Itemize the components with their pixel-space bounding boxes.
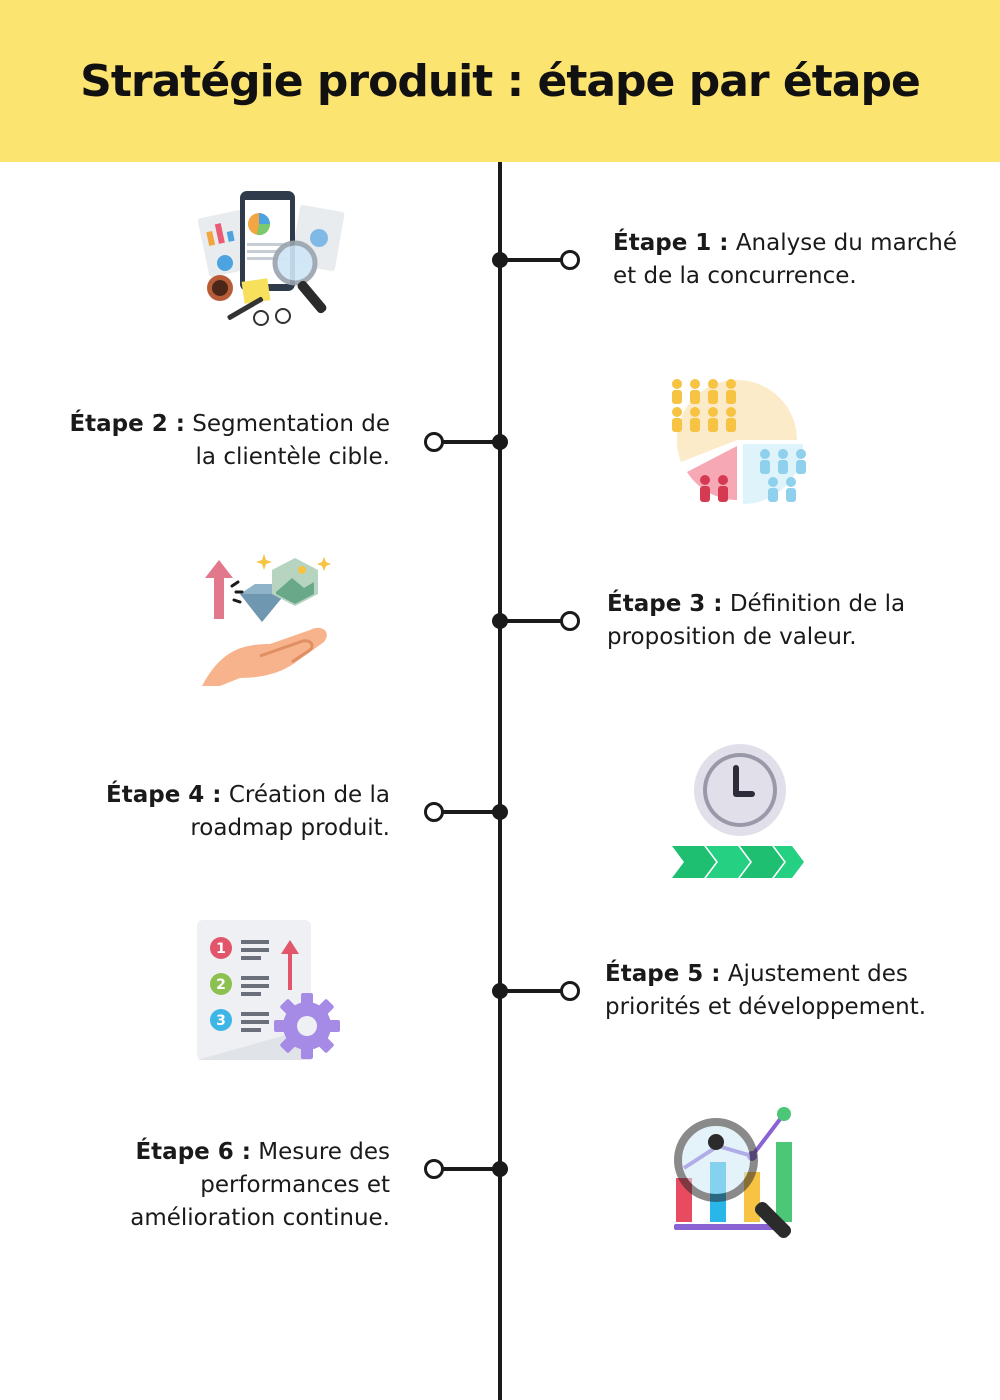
step-4-desc-2: roadmap produit. — [190, 815, 390, 841]
svg-text:1: 1 — [216, 941, 226, 957]
step-3-label: Étape 3 : — [607, 591, 723, 617]
timeline-spine — [498, 162, 502, 1400]
step-2-desc-2: la clientèle cible. — [195, 444, 390, 470]
step-6-desc: Mesure des — [250, 1139, 390, 1165]
step-1-label: Étape 1 : — [613, 230, 729, 256]
connector-end-ring — [560, 250, 580, 270]
step-5-desc-2: priorités et développement. — [605, 994, 927, 1020]
step-5-desc: Ajustement des — [720, 961, 908, 987]
step-6-desc-3: amélioration continue. — [130, 1205, 390, 1231]
connector-step-5 — [492, 981, 582, 1001]
timeline-node — [492, 804, 508, 820]
step-6-text: Étape 6 : Mesure des performances et amé… — [40, 1136, 390, 1235]
step-1-desc-2: et de la concurrence. — [613, 263, 857, 289]
connector-line — [500, 989, 566, 993]
connector-step-3 — [492, 611, 582, 631]
connector-line — [442, 810, 500, 814]
step-3-desc-2: proposition de valeur. — [607, 624, 857, 650]
step-5-label: Étape 5 : — [605, 961, 721, 987]
connector-end-ring — [560, 981, 580, 1001]
connector-step-4 — [424, 802, 508, 822]
segmentation-icon — [672, 379, 806, 504]
connector-end-ring — [424, 432, 444, 452]
header-banner: Stratégie produit : étape par étape — [0, 0, 1000, 162]
performance-chart-icon — [674, 1107, 792, 1239]
priority-list-icon: 1 2 3 — [197, 920, 340, 1060]
step-3-desc: Définition de la — [722, 591, 906, 617]
connector-step-1 — [492, 250, 582, 270]
step-2-desc: Segmentation de — [184, 411, 390, 437]
timeline-node — [492, 1161, 508, 1177]
connector-end-ring — [424, 1159, 444, 1179]
step-4-text: Étape 4 : Création de la roadmap produit… — [40, 779, 390, 845]
clock-roadmap-icon — [672, 744, 804, 878]
svg-text:2: 2 — [216, 977, 226, 993]
timeline-node — [492, 434, 508, 450]
market-analysis-icon — [197, 191, 345, 326]
value-proposition-icon — [202, 554, 331, 686]
connector-step-6 — [424, 1159, 508, 1179]
connector-step-2 — [424, 432, 508, 452]
connector-line — [442, 440, 500, 444]
step-4-label: Étape 4 : — [106, 782, 222, 808]
step-6-desc-2: performances et — [200, 1172, 390, 1198]
step-2-label: Étape 2 : — [69, 411, 185, 437]
connector-line — [500, 619, 566, 623]
step-5-text: Étape 5 : Ajustement des priorités et dé… — [605, 958, 995, 1024]
step-2-text: Étape 2 : Segmentation de la clientèle c… — [40, 408, 390, 474]
step-4-desc: Création de la — [221, 782, 390, 808]
connector-end-ring — [560, 611, 580, 631]
page-title: Stratégie produit : étape par étape — [80, 55, 921, 107]
svg-text:3: 3 — [216, 1013, 226, 1029]
connector-line — [500, 258, 566, 262]
step-1-desc: Analyse du marché — [728, 230, 957, 256]
step-1-text: Étape 1 : Analyse du marché et de la con… — [613, 227, 973, 293]
step-3-text: Étape 3 : Définition de la proposition d… — [607, 588, 977, 654]
connector-line — [442, 1167, 500, 1171]
connector-end-ring — [424, 802, 444, 822]
step-6-label: Étape 6 : — [135, 1139, 251, 1165]
